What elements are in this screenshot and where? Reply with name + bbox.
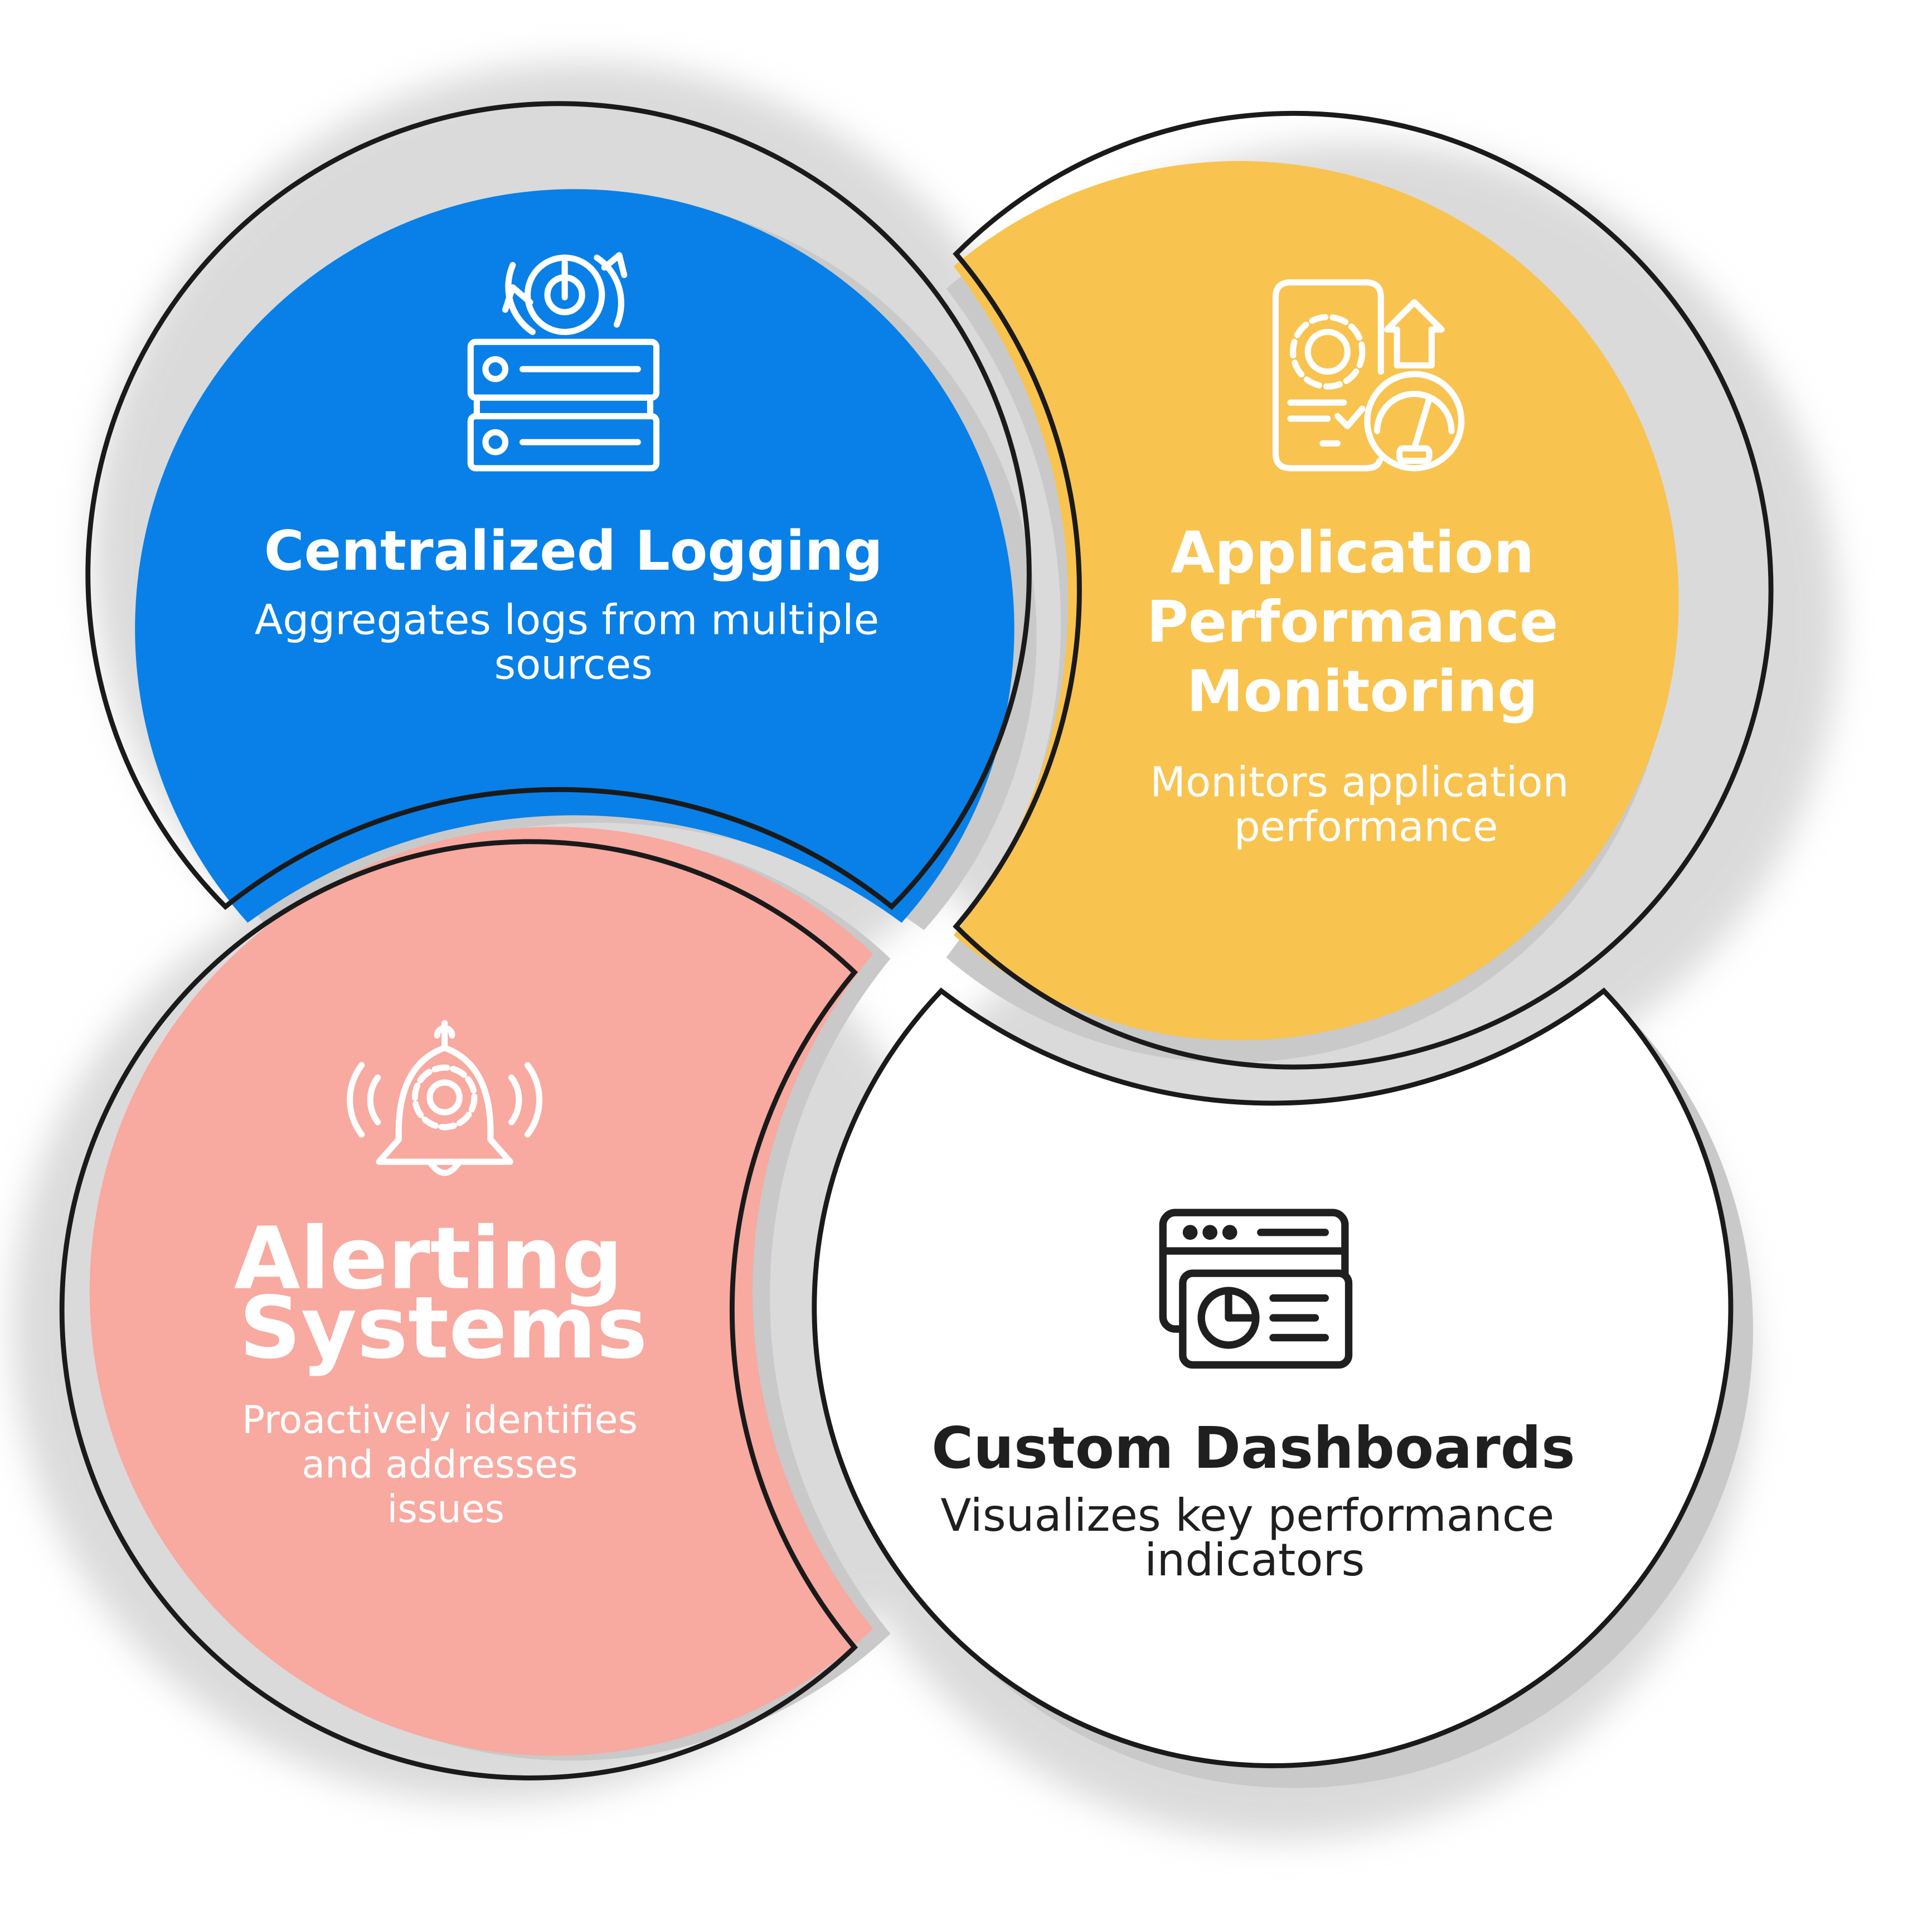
- alerting-desc-line: and addresses: [302, 1443, 577, 1487]
- alerting-desc: Proactively identifies and addresses iss…: [242, 1399, 650, 1532]
- alerting-outline: [59, 839, 858, 1781]
- dashboards-desc-line: indicators: [1144, 1534, 1365, 1586]
- alerting-title-line: Systems: [239, 1278, 648, 1378]
- apm-title-line: Monitoring: [1187, 658, 1538, 725]
- apm-desc-line: Monitors application: [1150, 759, 1569, 807]
- card-alerting: Alerting Systems Proactively identifies …: [59, 827, 891, 1781]
- logging-outline: [85, 101, 1032, 910]
- alerting-desc-line: issues: [387, 1488, 504, 1532]
- apm-title: Application Performance Monitoring: [1147, 520, 1578, 725]
- apm-outline: [953, 110, 1774, 1070]
- dashboards-title-line: Custom Dashboards: [931, 1415, 1575, 1482]
- card-centralized-logging: Centralized Logging Aggregates logs from…: [85, 101, 1037, 930]
- apm-title-line: Performance: [1147, 589, 1558, 656]
- alerting-circle: [89, 827, 873, 1756]
- card-dashboards: Custom Dashboards Visualizes key perform…: [812, 987, 1753, 1788]
- logging-desc-line: Aggregates logs from multiple: [255, 596, 879, 644]
- logging-circle: [135, 189, 1014, 923]
- dashboards-circle: [812, 987, 1734, 1768]
- bell-gear-icon: [347, 1020, 543, 1176]
- logging-title-line: Centralized Logging: [264, 520, 883, 583]
- alerting-title-line: Alerting: [234, 1209, 623, 1309]
- card-apm: Application Performance Monitoring Monit…: [946, 110, 1774, 1070]
- alerting-title: Alerting Systems: [234, 1209, 653, 1378]
- server-power-icon: [467, 252, 660, 472]
- dashboards-desc-line: Visualizes key performance: [940, 1489, 1554, 1541]
- apm-circle: [953, 161, 1679, 1041]
- logging-title: Centralized Logging: [264, 520, 883, 583]
- apm-desc-line: performance: [1234, 803, 1498, 851]
- logging-desc-line: sources: [494, 641, 653, 689]
- alerting-desc-line: Proactively identifies: [242, 1399, 638, 1443]
- dashboards-desc: Visualizes key performance indicators: [940, 1489, 1569, 1586]
- dashboard-window-icon: [1159, 1209, 1353, 1369]
- logging-desc: Aggregates logs from multiple sources: [255, 596, 892, 689]
- dashboards-title: Custom Dashboards: [931, 1415, 1575, 1482]
- mobile-gear-gauge-icon: [1272, 279, 1465, 472]
- apm-desc: Monitors application performance: [1150, 759, 1582, 851]
- apm-title-line: Application: [1171, 520, 1534, 586]
